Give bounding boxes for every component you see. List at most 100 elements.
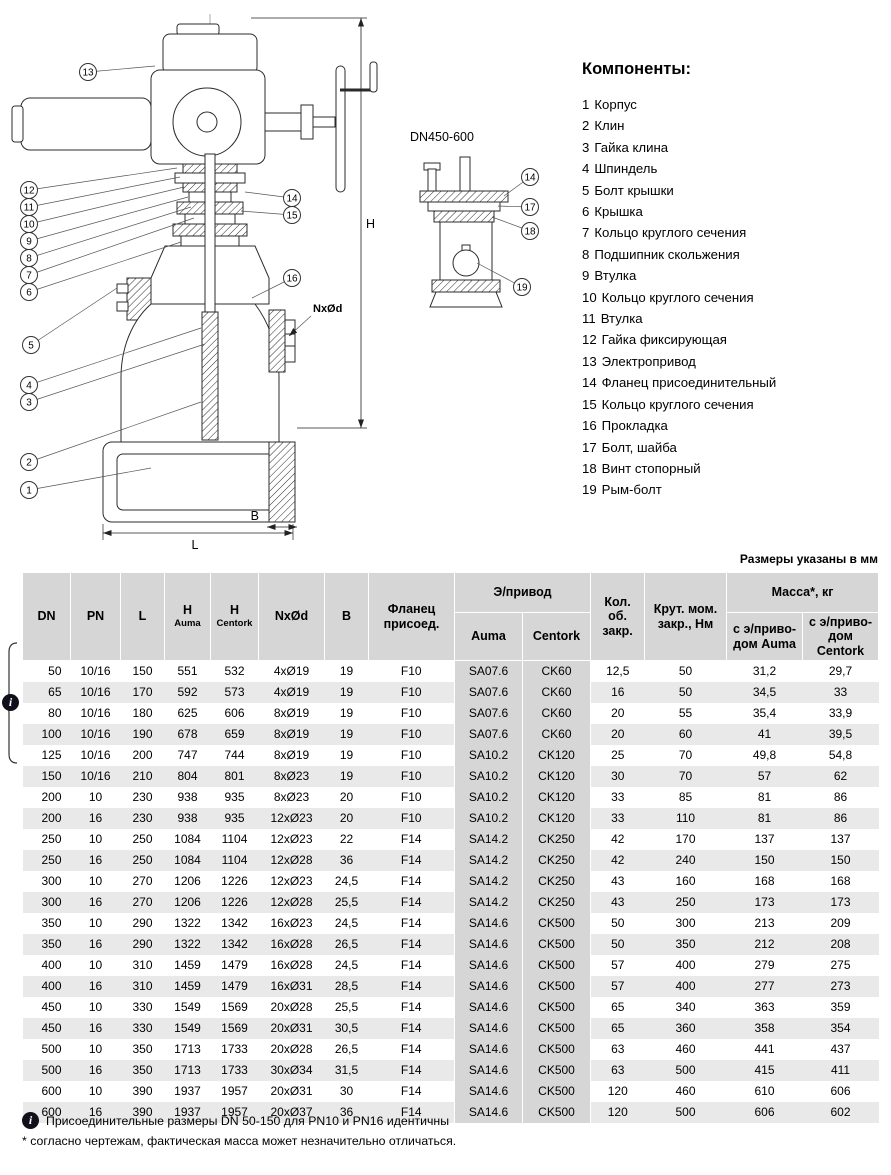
cell-torque: 240 [644, 849, 727, 871]
cell-turns: 57 [590, 975, 645, 997]
cell-drive-auma: SA07.6 [454, 702, 523, 724]
cell-drive-auma: SA14.6 [454, 1059, 523, 1081]
cell-h-auma: 551 [177, 664, 198, 679]
cell-flange: F14 [368, 933, 455, 955]
cell-mass-centork: 275 [830, 958, 851, 973]
component-label: Болт, шайба [601, 439, 677, 455]
component-number: 10 [582, 289, 597, 305]
cell-mass-centork: 173 [802, 891, 879, 913]
cell-mass-auma: 137 [754, 832, 775, 847]
cell-torque: 250 [644, 891, 727, 913]
cell-b: 19 [339, 748, 354, 763]
cell-torque: 350 [644, 933, 727, 955]
cell-dn: 125 [41, 748, 62, 763]
cell-l: 170 [120, 681, 165, 703]
component-number: 2 [582, 118, 590, 134]
cell-flange: F10 [368, 807, 455, 829]
cell-mass-centork: 33 [802, 681, 879, 703]
cell-drive-centork: CK500 [521, 996, 592, 1018]
col-header-drive-auma: Auma [454, 611, 523, 662]
cell-mass-centork: 150 [802, 849, 879, 871]
cell-turns: 57 [611, 958, 625, 973]
cell-mass-centork: 168 [830, 874, 851, 889]
component-label: Фланец присоединительный [601, 375, 777, 391]
callout-number: 13 [82, 68, 94, 79]
cell-h-centork: 1342 [210, 933, 259, 955]
component-label: Кольцо круглого сечения [594, 225, 747, 241]
cell-nxod: 16xØ28 [270, 958, 313, 973]
cell-mass-auma: 441 [754, 1042, 775, 1057]
cell-dn: 400 [41, 958, 62, 973]
valve-body-geometry [11, 14, 378, 523]
cell-torque: 55 [678, 706, 693, 721]
callout-number: 3 [26, 398, 32, 409]
cell-dn: 200 [22, 807, 71, 829]
cell-l: 230 [132, 790, 153, 805]
cell-l: 190 [120, 723, 165, 745]
cell-pn: 16 [70, 807, 121, 829]
cell-flange: F14 [368, 1101, 455, 1123]
cell-h-auma: 1206 [174, 874, 201, 889]
cell-h-centork: 1104 [210, 849, 259, 871]
callout-number: 14 [286, 194, 298, 205]
cell-l: 210 [120, 765, 165, 787]
cell-h-auma: 1459 [174, 958, 201, 973]
col-header-torque: Крут. мом. закр., Нм [644, 571, 728, 662]
cell-pn: 10 [88, 832, 103, 847]
dimension-lines: H L B NxØd [102, 17, 375, 552]
col-header-pn: PN [70, 571, 121, 662]
cell-l: 150 [132, 664, 153, 679]
cell-nxod: 12xØ23 [270, 874, 313, 889]
cell-nxod: 8xØ23 [258, 765, 325, 787]
cell-flange: F14 [400, 916, 422, 931]
cell-mass-auma: 81 [726, 807, 803, 829]
cell-nxod: 12xØ23 [270, 832, 313, 847]
cell-b: 19 [324, 765, 369, 787]
cell-h-centork: 606 [224, 706, 245, 721]
cell-flange: F14 [368, 849, 455, 871]
cell-h-auma: 1937 [174, 1084, 201, 1099]
cell-l: 390 [120, 1101, 165, 1123]
cell-b: 19 [339, 706, 354, 721]
cell-torque: 60 [644, 723, 727, 745]
component-label: Подшипник скольжения [594, 246, 740, 262]
component-number: 5 [582, 182, 590, 198]
cell-flange: F14 [400, 1084, 422, 1099]
component-label: Гайка фиксирующая [601, 332, 727, 348]
cell-flange: F10 [400, 664, 422, 679]
cell-l: 330 [120, 1017, 165, 1039]
component-number: 6 [582, 204, 590, 220]
cell-dn: 250 [22, 849, 71, 871]
cell-b: 20 [324, 807, 369, 829]
cell-h-auma: 1459 [164, 975, 211, 997]
cell-flange: F14 [400, 958, 422, 973]
cell-pn: 16 [70, 975, 121, 997]
cell-drive-centork: CK250 [521, 828, 592, 850]
cell-nxod: 4xØ19 [273, 664, 310, 679]
cell-b: 30,5 [324, 1017, 369, 1039]
cell-mass-auma: 610 [754, 1084, 775, 1099]
cell-nxod: 20xØ28 [270, 1042, 313, 1057]
cell-turns: 42 [611, 832, 625, 847]
cell-drive-auma: SA14.6 [454, 1017, 523, 1039]
cell-l: 350 [132, 1042, 153, 1057]
component-number: 12 [582, 332, 597, 348]
component-number: 19 [582, 482, 597, 498]
h-centork-sub: Centork [216, 617, 253, 629]
cell-b: 20 [339, 790, 354, 805]
cell-h-auma: 592 [164, 681, 211, 703]
cell-nxod: 16xØ28 [258, 933, 325, 955]
cell-drive-auma: SA07.6 [454, 660, 523, 682]
callout-circle [20, 283, 38, 301]
